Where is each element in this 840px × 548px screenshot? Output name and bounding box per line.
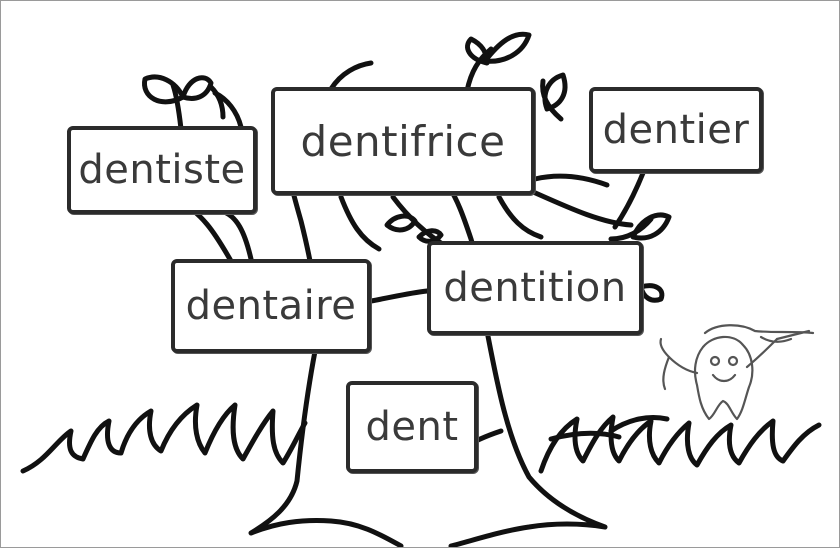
word-box-dentifrice: dentifrice (271, 87, 535, 195)
word-label: dent (365, 404, 459, 450)
word-label: dentier (602, 107, 750, 153)
word-label: dentifrice (300, 116, 506, 166)
word-box-dentiste: dentiste (67, 126, 257, 214)
word-label: dentiste (78, 147, 246, 193)
tooth-character-drawing (659, 324, 815, 421)
word-box-dent: dent (346, 381, 478, 473)
leaf-icon (142, 31, 672, 303)
grass-drawing (20, 402, 822, 474)
word-box-dentition: dentition (427, 241, 643, 335)
word-box-dentier: dentier (589, 87, 763, 173)
word-label: dentaire (185, 283, 357, 329)
word-label: dentition (443, 265, 627, 311)
word-box-dentaire: dentaire (171, 259, 371, 353)
